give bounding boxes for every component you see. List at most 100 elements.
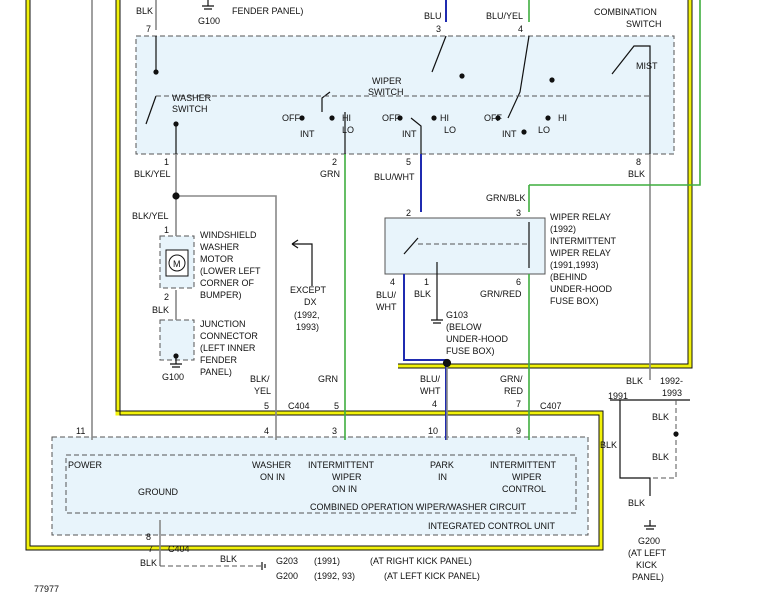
- label-relay-pin-2: 2: [406, 208, 411, 218]
- label-blu-yel: BLU/YEL: [486, 11, 523, 21]
- label-c407: C407: [540, 401, 562, 411]
- label-washer-switch2: SWITCH: [172, 104, 208, 114]
- label-top-g100: G100: [198, 16, 220, 26]
- label-blk-junction: BLK: [152, 305, 169, 315]
- label-pin-7-top: 7: [146, 24, 151, 34]
- label-power: POWER: [68, 460, 103, 470]
- except-dx-line-4: 1993): [296, 322, 319, 332]
- g200-line-2: (AT LEFT: [628, 548, 667, 558]
- label-park-in-2: IN: [438, 472, 447, 482]
- label-blk-split: BLK: [626, 376, 643, 386]
- label-relay-grn-red: GRN/RED: [480, 289, 522, 299]
- label-pin-2-motor: 2: [164, 292, 169, 302]
- washer-motor-line-4: (LOWER LEFT: [200, 266, 261, 276]
- label-off-3: OFF: [484, 113, 502, 123]
- label-hi-3: HI: [558, 113, 567, 123]
- label-pin-4-blu: 4: [432, 399, 437, 409]
- label-hi-2: HI: [440, 113, 449, 123]
- label-g200b: G200: [276, 571, 298, 581]
- ground-symbols: [160, 0, 656, 570]
- except-dx-line-1: EXCEPT: [290, 285, 327, 295]
- label-blk-1: BLK: [628, 169, 645, 179]
- label-washer-on-in-1: WASHER: [252, 460, 292, 470]
- label-blu-wht-2b: WHT: [420, 386, 441, 396]
- washer-motor-symbol: M: [165, 249, 189, 277]
- label-pin-7-grn-red: 7: [516, 399, 521, 409]
- label-int-wiper-control-2: WIPER: [512, 472, 542, 482]
- label-pin-10-icu: 10: [428, 426, 438, 436]
- junction-connector-box: [159, 319, 195, 361]
- junction-line-1: JUNCTION: [200, 319, 246, 329]
- label-pin-4-top: 4: [518, 24, 523, 34]
- label-int-3: INT: [502, 129, 517, 139]
- wiper-relay-box: [384, 217, 546, 275]
- combined-circuit-box: [65, 454, 577, 514]
- g103-line-1: G103: [446, 310, 468, 320]
- label-blk-split-right-2: BLK: [652, 452, 669, 462]
- yellow-power-outline: [25, 0, 693, 551]
- label-relay-pin-3: 3: [516, 208, 521, 218]
- label-relay-blk: BLK: [414, 289, 431, 299]
- label-ground: GROUND: [138, 487, 178, 497]
- label-washer-on-in-2: ON IN: [260, 472, 285, 482]
- label-grn-red-2a: GRN/: [500, 374, 523, 384]
- wiper-relay-line-3: INTERMITTENT: [550, 236, 616, 246]
- label-blk-bottom: BLK: [628, 498, 645, 508]
- label-int-1: INT: [300, 129, 315, 139]
- label-lo-2: LO: [444, 125, 456, 135]
- label-combined-operation: COMBINED OPERATION WIPER/WASHER CIRCUIT: [310, 502, 527, 512]
- label-combination-switch: SWITCH: [626, 19, 662, 29]
- label-blk-ground-1: BLK: [140, 558, 157, 568]
- switch-contacts: [145, 35, 651, 368]
- wires: [91, 0, 701, 566]
- label-hi-1: HI: [342, 113, 351, 123]
- label-pin-5-grn: 5: [334, 401, 339, 411]
- washer-motor-line-5: CORNER OF: [200, 278, 255, 288]
- label-pin-2: 2: [332, 157, 337, 167]
- wiper-relay-line-8: FUSE BOX): [550, 296, 599, 306]
- label-g203-year: (1991): [314, 556, 340, 566]
- label-int-wiper-control-1: INTERMITTENT: [490, 460, 556, 470]
- label-pin-8-ground: 8: [146, 532, 151, 542]
- label-grn-blk: GRN/BLK: [486, 193, 526, 203]
- label-lo-3: LO: [538, 125, 550, 135]
- label-relay-blu: BLU/: [376, 290, 397, 300]
- wiper-relay-line-6: (BEHIND: [550, 272, 588, 282]
- integrated-control-unit-box: [51, 436, 589, 536]
- label-pin-5-c404: 5: [264, 401, 269, 411]
- label-year-1992-1993-a: 1992-: [660, 376, 683, 386]
- label-grn-2: GRN: [318, 374, 338, 384]
- label-g203-loc: (AT RIGHT KICK PANEL): [370, 556, 472, 566]
- label-c404-bottom: C404: [168, 544, 190, 554]
- label-int-wiper-on-in-3: ON IN: [332, 484, 357, 494]
- g103-line-2: (BELOW: [446, 322, 482, 332]
- label-g203: G203: [276, 556, 298, 566]
- label-g200b-loc: (AT LEFT KICK PANEL): [384, 571, 480, 581]
- g103-line-4: FUSE BOX): [446, 346, 495, 356]
- washer-motor-line-6: BUMPER): [200, 290, 242, 300]
- label-top-blk: BLK: [136, 6, 153, 16]
- wiper-relay-line-2: (1992): [550, 224, 576, 234]
- relay-internals: [403, 222, 530, 274]
- wiper-relay-line-1: WIPER RELAY: [550, 212, 611, 222]
- label-figure-id: 77977: [34, 584, 59, 594]
- label-off-1: OFF: [282, 113, 300, 123]
- label-relay-pin-4: 4: [390, 277, 395, 287]
- label-int-wiper-on-in-2: WIPER: [332, 472, 362, 482]
- label-integrated-control-unit: INTEGRATED CONTROL UNIT: [428, 521, 556, 531]
- label-mist: MIST: [636, 61, 658, 71]
- wiper-relay-line-4: WIPER RELAY: [550, 248, 611, 258]
- label-park-in-1: PARK: [430, 460, 454, 470]
- wiper-relay-line-5: (1991,1993): [550, 260, 599, 270]
- label-grn-red-2b: RED: [504, 386, 524, 396]
- label-lo-1: LO: [342, 125, 354, 135]
- g103-line-3: UNDER-HOOD: [446, 334, 508, 344]
- label-blk-ground-2: BLK: [220, 554, 237, 564]
- label-blk-split-right-1: BLK: [652, 412, 669, 422]
- label-blk-split-left: BLK: [600, 440, 617, 450]
- label-c404-top: C404: [288, 401, 310, 411]
- junction-line-5: PANEL): [200, 367, 232, 377]
- label-grn-1: GRN: [320, 169, 340, 179]
- washer-motor-line-2: WASHER: [200, 242, 240, 252]
- junction-line-2: CONNECTOR: [200, 331, 258, 341]
